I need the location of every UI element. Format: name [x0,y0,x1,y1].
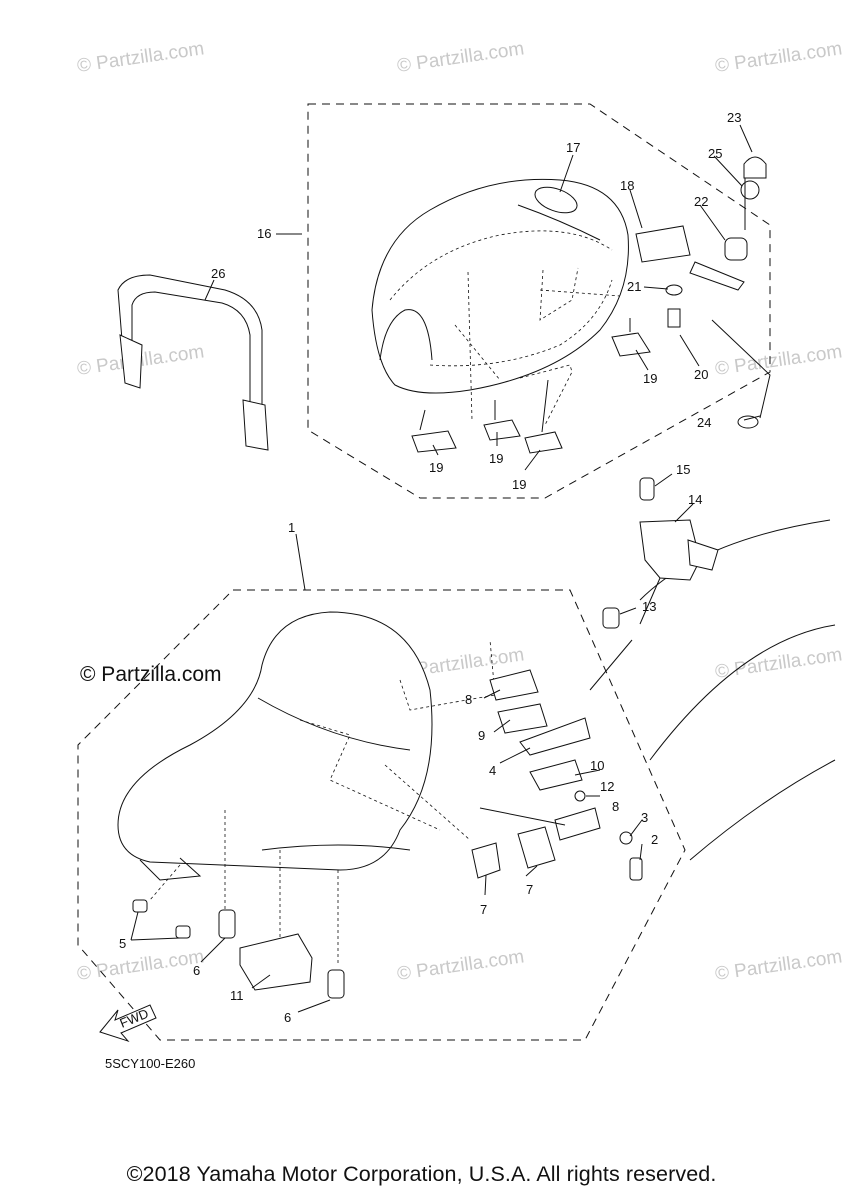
callout-8: 8 [465,692,472,707]
callout-7: 7 [526,882,533,897]
watermark: © Partzilla.com [714,644,843,683]
watermark: © Partzilla.com [714,38,843,77]
callout-16: 16 [257,226,271,241]
callout-5: 5 [119,936,126,951]
callout-21: 21 [627,279,641,294]
callout-20: 20 [694,367,708,382]
callout-6: 6 [284,1010,291,1025]
callout-23: 23 [727,110,741,125]
callout-labels: 1 2 3 4 5 6 6 7 7 8 8 9 10 11 12 13 14 1… [119,110,741,1025]
copyright-footer: ©2018 Yamaha Motor Corporation, U.S.A. A… [126,1162,717,1186]
callout-12: 12 [600,779,614,794]
watermark: © Partzilla.com [396,946,526,985]
callout-24: 24 [697,415,711,430]
rider-seat [117,611,496,965]
callout-4: 4 [489,763,496,778]
callout-1: 1 [288,520,295,535]
watermark: © Partzilla.com [396,38,526,77]
strap-bracket [242,399,269,451]
callout-6: 6 [193,963,200,978]
grab-pad [534,186,578,214]
passenger-seat [371,178,629,426]
rider-seat-group-outline [77,589,686,1041]
callout-15: 15 [676,462,690,477]
passenger-hardware [411,156,771,454]
watermark: © Partzilla.com [76,38,206,77]
watermark: © Partzilla.com [714,946,843,985]
callout-19: 19 [489,451,503,466]
callout-19: 19 [643,371,657,386]
callout-18: 18 [620,178,634,193]
leader-lines [130,124,761,1013]
callout-25: 25 [708,146,722,161]
grab-strap [117,274,263,406]
callout-22: 22 [694,194,708,209]
callout-10: 10 [590,758,604,773]
callout-3: 3 [641,810,648,825]
callout-19: 19 [429,460,443,475]
callout-19: 19 [512,477,526,492]
passenger-seat-group-outline [307,103,771,499]
callout-13: 13 [642,599,656,614]
callout-14: 14 [688,492,702,507]
fwd-arrow: FWD [99,1004,157,1043]
strap-bracket [119,334,143,389]
callout-8: 8 [612,799,619,814]
diagram-part-number: 5SCY100-E260 [105,1056,196,1071]
callout-7: 7 [480,902,487,917]
rider-hardware [132,477,719,999]
watermark: © Partzilla.com [714,341,843,380]
callout-17: 17 [566,140,580,155]
callout-2: 2 [651,832,658,847]
brand-watermark: © Partzilla.com [80,663,222,686]
callout-9: 9 [478,728,485,743]
callout-26: 26 [211,266,225,281]
callout-11: 11 [230,988,244,1003]
